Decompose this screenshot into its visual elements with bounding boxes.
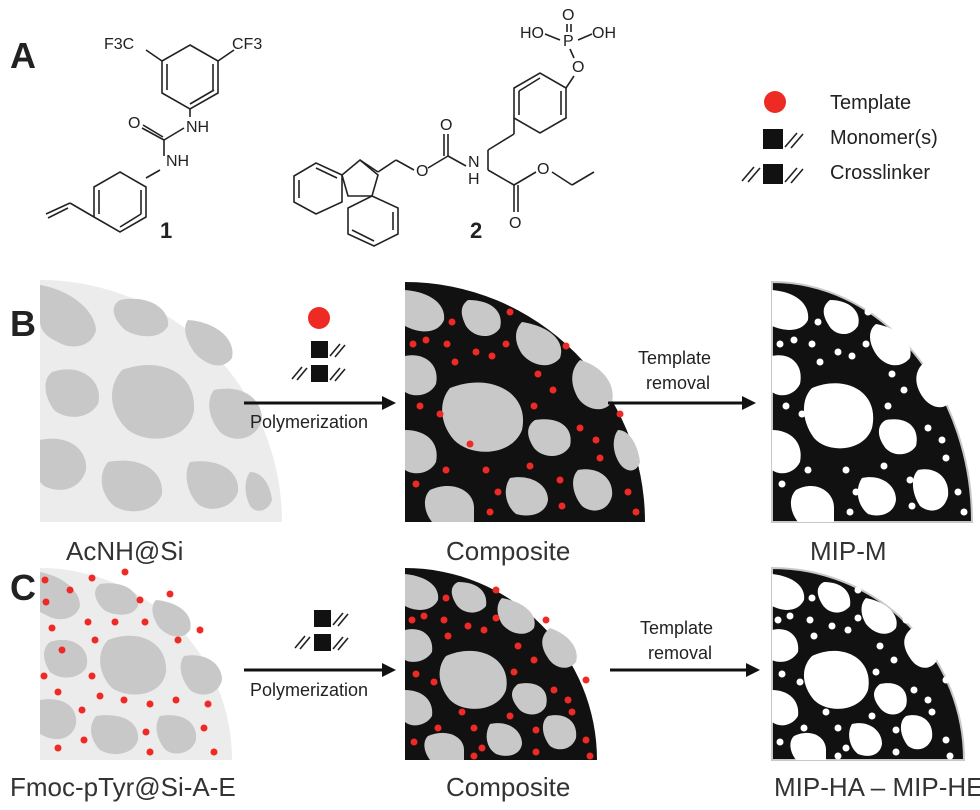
sphere-c3-mip-ha-he: [771, 566, 966, 761]
c2-o-carbamate: O: [416, 163, 428, 180]
c2-o-ester2: O: [537, 161, 549, 178]
c1-nh-bottom: NH: [166, 153, 189, 170]
template-dots-c1: [40, 568, 218, 756]
label-polymerization-c: Polymerization: [250, 680, 368, 700]
c2-o-ester: O: [509, 215, 521, 232]
crosslinker-square-icon: [763, 164, 783, 184]
compound-2-number: 2: [470, 218, 482, 243]
panel-label-a: A: [10, 35, 36, 76]
c2-hydrogen: H: [468, 171, 480, 188]
label-mip-m: MIP-M: [810, 536, 887, 566]
label-acnh-si: AcNH@Si: [66, 536, 183, 566]
c2-o-carbonyl: O: [440, 117, 452, 134]
c2-phosphorus: P: [563, 33, 574, 50]
panel-label-c: C: [10, 567, 36, 608]
c1-nh-top: NH: [186, 119, 209, 136]
sphere-b3-mip-m: [771, 280, 974, 523]
label-mip-ha-he: MIP-HA – MIP-HE: [774, 772, 980, 802]
arrowhead-icon: [746, 663, 760, 677]
arrowhead-icon: [742, 396, 756, 410]
c-reagents: [294, 610, 349, 651]
c2-o-ether: O: [572, 59, 584, 76]
sphere-c2-composite: [405, 568, 597, 760]
imprinted-cavities-c3: [774, 586, 954, 760]
legend-crosslinker-label: Crosslinker: [830, 162, 930, 184]
label-template-c-line2: removal: [648, 643, 712, 663]
crosslinker-square-icon: [314, 634, 331, 651]
label-template-b-line1: Template: [638, 348, 711, 368]
label-template-b-line2: removal: [646, 373, 710, 393]
template-dots-b2: [409, 308, 640, 516]
c1-oxygen: O: [128, 115, 140, 132]
label-composite-c: Composite: [446, 772, 570, 802]
legend: Template Monomer(s) Crosslinker: [741, 91, 938, 184]
compound-1-structure: F3C CF3 NH O NH 1: [45, 36, 262, 243]
imprinted-cavities-b3: [776, 308, 968, 516]
legend-monomer-label: Monomer(s): [830, 127, 938, 149]
label-composite-b: Composite: [446, 536, 570, 566]
c1-cf3-left: F3C: [104, 36, 134, 53]
c2-nitrogen: N: [468, 154, 480, 171]
legend-template-label: Template: [830, 92, 911, 114]
monomer-square-icon: [311, 341, 328, 358]
sphere-c1-fmoc-ptyr-si: [40, 568, 232, 760]
template-dot-icon: [308, 307, 330, 329]
monomer-square-icon: [314, 610, 331, 627]
sphere-b1-acnh-si: [40, 280, 282, 522]
template-dots-c2: [408, 586, 594, 760]
label-template-c-line1: Template: [640, 618, 713, 638]
label-polymerization-b: Polymerization: [250, 412, 368, 432]
c2-o-top: O: [562, 7, 574, 24]
arrowhead-icon: [382, 396, 396, 410]
b-reagents: [291, 307, 346, 382]
arrowhead-icon: [382, 663, 396, 677]
compound-1-number: 1: [160, 218, 172, 243]
compound-2-structure: O P HO OH O N H O O O: [293, 7, 616, 247]
c1-cf3-right: CF3: [232, 36, 262, 53]
template-dot-icon: [764, 91, 786, 113]
c2-oh-right: OH: [592, 25, 616, 42]
panel-label-b: B: [10, 303, 36, 344]
crosslinker-square-icon: [311, 365, 328, 382]
c2-ho-left: HO: [520, 25, 544, 42]
monomer-square-icon: [763, 129, 783, 149]
sphere-b2-composite: [405, 282, 645, 522]
label-fmoc-ptyr-si: Fmoc-pTyr@Si-A-E: [10, 772, 236, 802]
